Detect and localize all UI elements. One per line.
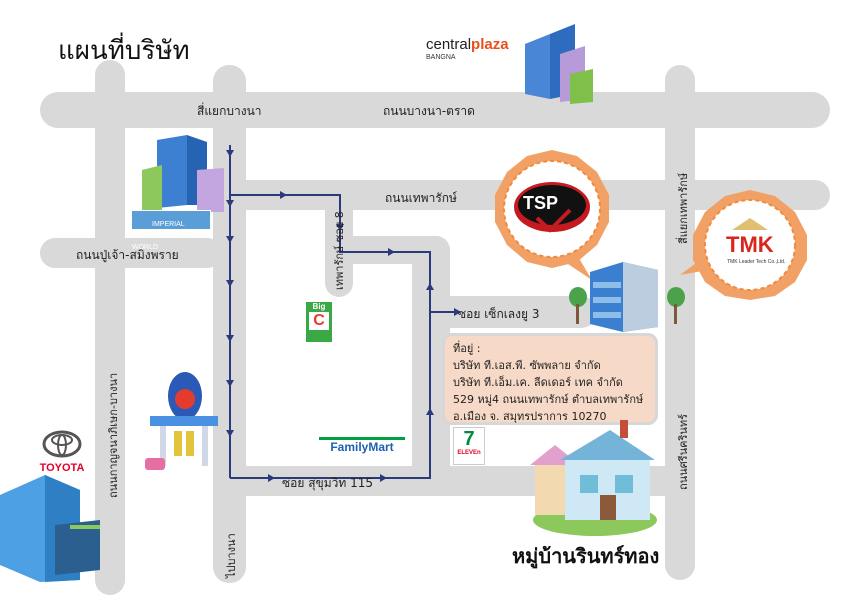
toyota-logo: TOYOTA (30, 430, 94, 474)
village-house-icon (530, 420, 657, 536)
tmk-logo-text: TMK (726, 232, 774, 257)
route-sukhumvit (230, 312, 431, 479)
map-title: แผนที่บริษัท (58, 36, 190, 66)
familymart-logo: FamilyMart (319, 437, 405, 459)
route-arrow (226, 335, 234, 342)
route-arrow (226, 150, 234, 157)
label-kanchana: ถนนกาญจนาภิเษก-บางนา (107, 372, 120, 498)
central-plaza-logo: centralplaza BANGNA (426, 34, 509, 61)
label-bypass: ไปบางนา (225, 533, 238, 578)
route-arrow (268, 474, 275, 482)
label-srinakarin: ถนนศรีนครินทร์ (677, 413, 690, 490)
label-thepharak-soi8: เทพารักษ์ ซอย 8 (333, 211, 346, 290)
route-arrow (226, 430, 234, 437)
toyota-label: TOYOTA (39, 462, 85, 474)
company-building-icon (569, 262, 685, 332)
village-label: หมู่บ้านรินทร์ทอง (512, 544, 660, 568)
seven-eleven-number: 7 (463, 428, 475, 450)
route-arrow (380, 474, 387, 482)
address-line-4: อ.เมือง จ. สมุทรปราการ 10270 (453, 410, 607, 423)
route-thepharak (230, 194, 341, 230)
seven-eleven-logo: 7 ELEVEn (453, 427, 485, 465)
tsp-logo-bubble (495, 150, 609, 280)
central-brand: central (426, 36, 472, 53)
tsp-logo-text: TSP (523, 193, 559, 213)
route-arrow (426, 283, 434, 290)
label-pu-chao: ถนนปู่เจ้า-สมิงพราย (76, 248, 179, 262)
gas-station-icon (145, 372, 218, 470)
seven-eleven-text: ELEVEn (457, 450, 481, 456)
imperial-world-building-icon (142, 135, 224, 212)
toyota-emblem-icon (42, 430, 82, 458)
route-arrow (454, 308, 461, 316)
tmk-logo-bubble (680, 190, 807, 300)
route-soi8 (339, 230, 456, 313)
label-thepharak: ถนนเทพารักษ์ (385, 191, 457, 205)
label-sukhumvit115: ซอย สุขุมวิท 115 (282, 476, 374, 490)
road-bangna-trad (40, 92, 830, 128)
big-c-letter: C (309, 312, 329, 330)
road-srinakarin-vertical (665, 65, 695, 580)
road-pu-chao (40, 238, 222, 268)
address-line-2: บริษัท ที.เอ็ม.เค. ลีดเดอร์ เทค จำกัด (453, 376, 623, 389)
road-kanchana-vertical (95, 60, 125, 595)
big-c-top: Big (312, 302, 326, 311)
route-arrow (280, 191, 287, 199)
central-building-icon (525, 24, 593, 104)
imperial-world-sign: IMPERIAL WORLD (131, 210, 211, 251)
route-arrow (388, 248, 395, 256)
route-arrow (226, 236, 234, 243)
route-arrow (226, 200, 234, 207)
familymart-label: FamilyMart (330, 440, 394, 454)
big-c-logo: Big C (306, 302, 332, 342)
tmk-logo-sub: TMK Leader Tech Co.,Ltd. (727, 259, 786, 265)
central-branch: BANGNA (426, 54, 456, 61)
address-heading: ที่อยู่ : (453, 342, 481, 355)
label-seklaengyu: ซอย เซ็กเลงยู 3 (458, 307, 540, 321)
route-arrow (426, 408, 434, 415)
imperial-world-label: IMPERIAL WORLD (132, 221, 185, 251)
central-plaza-word: plaza (471, 36, 509, 53)
toyota-building-icon (0, 475, 100, 582)
address-box: ที่อยู่ : บริษัท ที.เอส.พี. ซัพพลาย จำกั… (442, 333, 658, 425)
route-arrow (336, 224, 344, 231)
label-bangna-intersection: สี่แยกบางนา (197, 104, 262, 118)
label-bangna-trad: ถนนบางนา-ตราด (383, 104, 475, 118)
address-line-3: 529 หมู่4 ถนนเทพารักษ์ ตำบลเทพารักษ์ (453, 393, 644, 406)
route-arrow (226, 380, 234, 387)
address-line-1: บริษัท ที.เอส.พี. ซัพพลาย จำกัด (453, 359, 601, 372)
route-arrow (226, 280, 234, 287)
